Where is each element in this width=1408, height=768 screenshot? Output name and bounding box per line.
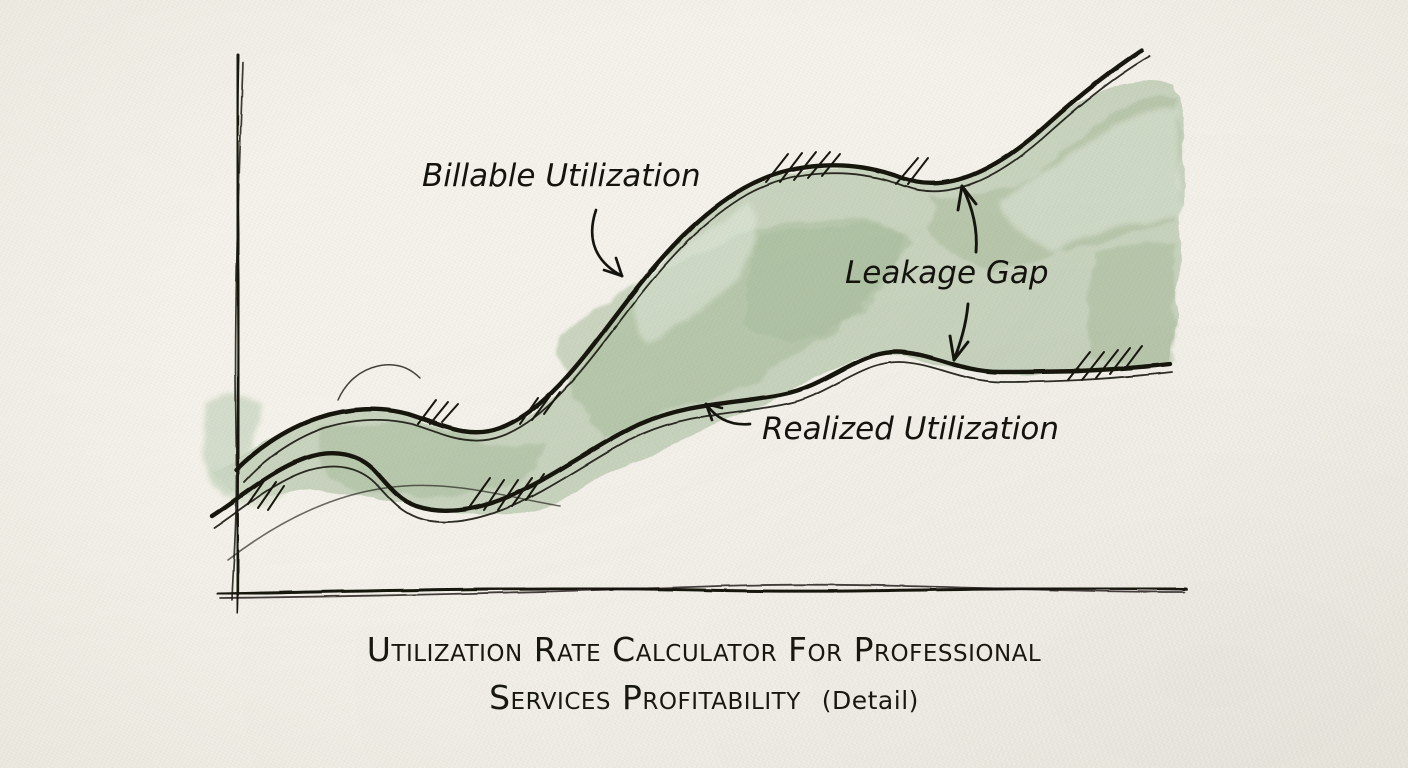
chart-title-line-2: Services Profitability (Detail): [0, 678, 1408, 717]
series-billable-utilization: [233, 47, 1151, 483]
hatching-lower-left: [247, 477, 285, 511]
hatching-upper-dip: [895, 157, 929, 185]
chart-title-line-1-text: Utilization Rate Calculator For Professi…: [366, 630, 1042, 669]
series-realized-utilization: [209, 345, 1173, 561]
leakage-gap-arrow: [948, 184, 978, 362]
chart-title-line-2-text: Services Profitability: [489, 678, 801, 717]
hatching-lower-right: [1067, 345, 1143, 381]
label-realized-utilization: Realized Utilization: [762, 411, 1060, 447]
chart-title-detail-suffix: (Detail): [821, 686, 919, 715]
hatching-upper-plateau: [765, 151, 841, 183]
y-axis-stroke-primary: [235, 53, 241, 614]
leakage-gap-band: [204, 81, 1184, 515]
hatching-upper-left: [417, 399, 459, 425]
y-axis-stroke-secondary: [231, 61, 244, 601]
billable-arrow: [590, 208, 624, 278]
realized-arrow: [704, 402, 752, 426]
chart-title-line-1: Utilization Rate Calculator For Professi…: [0, 630, 1408, 669]
hatching-upper-rise: [519, 391, 561, 425]
label-billable-utilization: Billable Utilization: [422, 158, 701, 194]
hatching-lower-trough: [469, 473, 545, 511]
x-axis-stroke-secondary: [219, 583, 1185, 599]
chart-axes: [216, 53, 1188, 614]
label-leakage-gap: Leakage Gap: [845, 255, 1049, 291]
